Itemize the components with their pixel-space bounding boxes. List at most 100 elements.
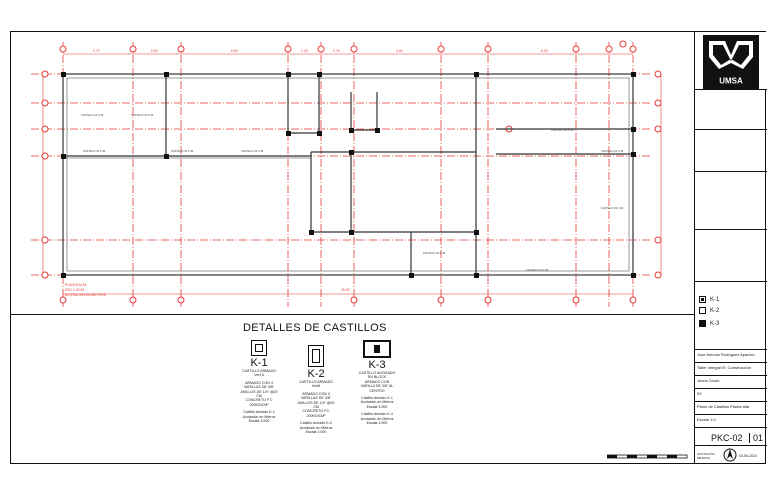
tb-blank-3: [695, 172, 767, 230]
detail-k3: K-3 CASTILLO AHOGADO EN BLOCK ARMADO CON…: [347, 340, 407, 425]
plan-label: CASTILLO 10 X 20: [81, 113, 104, 117]
tb-group: 03: [695, 389, 767, 402]
k3-line: Castillo Armado K-3: [361, 412, 393, 417]
title-block: UMSA K-1 K-2 K-3 Jose Antonio Rodriguez …: [695, 32, 767, 465]
dim-top-1: 0.70: [93, 49, 100, 53]
plan-note: ACOTACIÓN EN METROS: [65, 292, 107, 297]
tb-author: Jose Antonio Rodriguez Aparicio: [695, 350, 767, 363]
k3-line: Escala 1:000: [366, 421, 388, 426]
dim-top-3: 6.50: [231, 49, 238, 53]
plan-label: CASTILLO 10 X 30: [241, 149, 264, 153]
plan-label: CASTILLO 20 X 20: [601, 206, 624, 210]
dim-bottom-total: 25.00: [341, 288, 350, 292]
sheet-code: PKC-02: [711, 433, 743, 443]
plan-label: CASTILLO 10 X 30: [171, 149, 194, 153]
plan-label: CASTILLO 10 X 20: [601, 149, 624, 153]
k2-line: Escala 1:000: [305, 430, 327, 435]
dim-top-4: 1.40: [301, 49, 308, 53]
detail-k1: K-1 CASTILLO ARMADO Vert 6 ARMADO CON 4 …: [231, 340, 287, 423]
legend-k2-label: K-2: [710, 307, 720, 314]
k1-section-icon: [251, 340, 267, 356]
umsa-logo: UMSA: [703, 35, 759, 89]
k2-line: Vert6: [311, 384, 321, 389]
dim-top-5: 0.76: [333, 49, 340, 53]
k3-line: Escala 1:000: [366, 404, 388, 409]
dim-top-7: 6.00: [541, 49, 548, 53]
tb-footer: ACOTACIÓN METROS 03-06-2024: [695, 446, 767, 465]
k3-line: CASTILLO AHOGADO: [358, 371, 396, 375]
k2-line: 200KG/CM²: [306, 413, 326, 418]
legend-k1-label: K-1: [710, 296, 720, 303]
k3-line: VARILLA DE 3/8" AL: [360, 384, 394, 389]
k1-line: CONCRETO F'C: [245, 398, 273, 403]
k1-line: Vert 6: [254, 373, 264, 378]
k1-label: K-1: [250, 357, 268, 369]
tb-subject: Taller Integral III: Construcción: [695, 363, 767, 376]
k1-line: Escala 1:000: [248, 419, 270, 424]
k2-line: Castillo Armado K-2: [300, 421, 332, 426]
k2-section-icon: [308, 345, 324, 367]
k2-line: CM: [313, 405, 319, 410]
legend-k1: K-1: [699, 296, 719, 303]
k3-line: Castillo Armado K-1: [361, 396, 393, 401]
k3-line: Acotación en Metros: [360, 416, 394, 421]
plan-note: ESC 1:20.00: [65, 288, 84, 292]
k1-line: ARMADO CON 4: [245, 380, 273, 385]
k2-line: Acotación en Metros: [299, 425, 333, 430]
castillo-details: DETALLES DE CASTILLOS K-1 CASTILLO ARMAD…: [11, 315, 695, 464]
k2-symbol-icon: [699, 307, 706, 314]
floor-plan-drawing: 0.70 0.90 6.50 1.40 0.76 3.60 6.00 25.00…: [31, 40, 662, 307]
logo-cell: UMSA: [695, 32, 767, 90]
k2-line: ANILLOS DE 1/4" @20: [297, 400, 335, 405]
dim-top-2: 0.90: [151, 49, 158, 53]
sheet-number: 01: [749, 433, 763, 443]
k3-section-icon: [363, 340, 391, 358]
plan-label: CASTILLO 20 X 20: [551, 128, 574, 132]
plan-label: CASTILLO 10 X 30: [526, 268, 549, 272]
tb-scale: Escala 1:0: [695, 415, 767, 428]
tb-blank-2: [695, 130, 767, 172]
k2-line: CONCRETO F'C: [302, 409, 330, 414]
dim-top-6: 3.60: [396, 49, 403, 53]
north-arrow-icon: [723, 448, 737, 462]
k1-line: 200KG/CM²: [249, 402, 269, 407]
legend-k3: K-3: [699, 320, 719, 327]
legend-k2: K-2: [699, 307, 719, 314]
k1-line: Castillo Armado K-1: [243, 410, 275, 415]
k1-line: CASTILLO ARMADO: [242, 369, 276, 373]
tb-notes: [695, 230, 767, 282]
k2-line: CASTILLO ARMADO: [299, 380, 333, 384]
drawing-sheet: 0.70 0.90 6.50 1.40 0.76 3.60 6.00 25.00…: [10, 31, 767, 465]
legend-k3-label: K-3: [710, 320, 720, 327]
tb-sheet-name: Plano de Castillos Planta alta: [695, 402, 767, 415]
plan-note: PLANTA ALTA: [65, 283, 87, 287]
tb-blank-1: [695, 90, 767, 130]
k3-line: ARMADO CON: [364, 379, 390, 384]
k3-symbol-icon: [699, 320, 706, 327]
k1-line: ANILLOS DE 1/4" @20: [240, 389, 278, 394]
sheet-date: 03-06-2024: [739, 454, 757, 458]
k1-symbol-icon: [699, 296, 706, 303]
k2-label: K-2: [307, 368, 325, 380]
detail-k2: K-2 CASTILLO ARMADO Vert6 ARMADO CON 4 V…: [287, 345, 345, 434]
k3-line: CENTRO: [369, 388, 385, 393]
tb-code-row: PKC-02 01: [695, 428, 767, 446]
plan-label: CASTILLO 10 X 30: [83, 149, 106, 153]
k1-line: VARILLAS DE 3/8": [243, 385, 275, 390]
floor-plan: 0.70 0.90 6.50 1.40 0.76 3.60 6.00 25.00…: [11, 32, 695, 315]
k3-label: K-3: [368, 359, 386, 371]
scale-bar: [607, 454, 688, 459]
logo-text: UMSA: [719, 77, 743, 86]
plan-label: CASTILLO 10 X 30: [423, 251, 446, 255]
k3-line: Acotación en Metros: [360, 400, 394, 405]
units-note: ACOTACIÓN METROS: [697, 452, 715, 460]
tb-tutor: Jesús Orcón: [695, 376, 767, 389]
k2-line: VARILLAS DE 3/8": [300, 396, 332, 401]
tb-legend: K-1 K-2 K-3: [695, 282, 767, 350]
details-title: DETALLES DE CASTILLOS: [243, 322, 387, 334]
plan-label: CASTILLO 10 X 20: [131, 113, 154, 117]
k1-line: CM: [256, 394, 262, 399]
k2-line: ARMADO CON 4: [302, 391, 330, 396]
k3-line: EN BLOCK: [367, 375, 387, 380]
k1-line: Acotación en Metros: [242, 414, 276, 419]
